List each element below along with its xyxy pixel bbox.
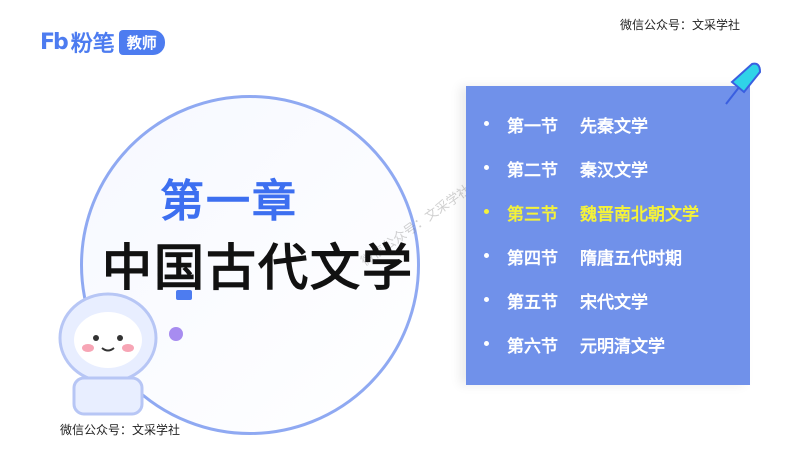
watermark-bottom: 微信公众号：文采学社	[60, 423, 181, 437]
section-name: 宋代文学	[580, 293, 648, 313]
astronaut-mascot-icon	[58, 290, 192, 416]
section-name: 秦汉文学	[580, 161, 648, 181]
chapter-title: 中国古代文学	[102, 239, 414, 297]
section-item-active: 第三节 魏晋南北朝文学	[484, 200, 699, 225]
section-name: 魏晋南北朝文学	[580, 205, 699, 225]
section-list-panel: 第一节 先秦文学 第二节 秦汉文学 第三节 魏晋南北朝文学 第四节 隋唐五代时期 第五节…	[466, 86, 750, 385]
section-item: 第五节 宋代文学	[484, 288, 648, 313]
watermark-top: 微信公众号：文采学社	[620, 18, 741, 32]
section-item: 第一节 先秦文学	[484, 112, 648, 137]
logo-name: 粉笔	[70, 32, 115, 57]
section-number: 第四节	[507, 249, 558, 269]
section-name: 先秦文学	[580, 117, 648, 137]
section-name: 隋唐五代时期	[580, 249, 682, 269]
bullet	[484, 341, 489, 346]
bullet	[484, 121, 489, 126]
bullet	[484, 253, 489, 258]
logo-mark: Fb	[40, 29, 69, 55]
section-number: 第三节	[507, 205, 558, 225]
bullet	[484, 165, 489, 170]
section-number: 第一节	[507, 117, 558, 137]
section-number: 第五节	[507, 293, 558, 313]
bullet	[484, 297, 489, 302]
section-item: 第六节 元明清文学	[484, 332, 665, 357]
chapter-label: 第一章	[160, 176, 298, 227]
pushpin-icon	[725, 62, 762, 105]
section-number: 第二节	[507, 161, 558, 181]
logo-badge: 教师	[118, 29, 165, 55]
fenbi-logo: Fb 粉笔 教师	[40, 26, 165, 58]
bullet	[484, 209, 489, 214]
section-name: 元明清文学	[580, 337, 665, 357]
section-number: 第六节	[507, 337, 558, 357]
section-item: 第四节 隋唐五代时期	[484, 244, 682, 269]
section-item: 第二节 秦汉文学	[484, 156, 648, 181]
